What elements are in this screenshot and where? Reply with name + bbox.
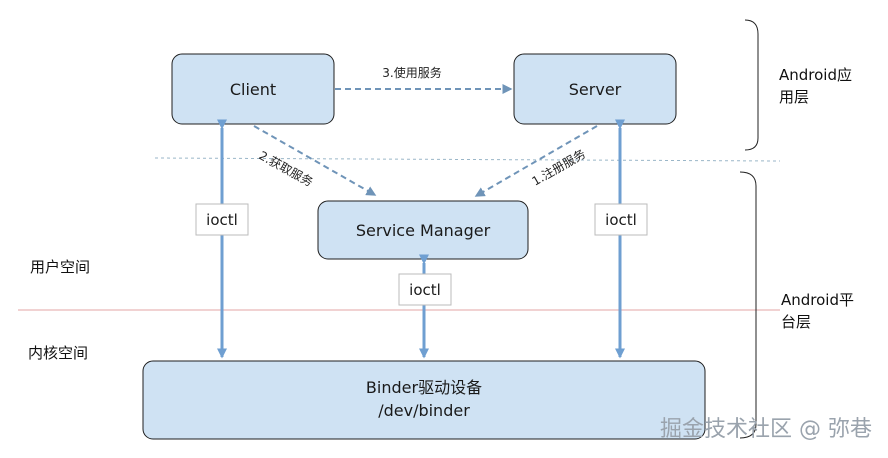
register-service-arrow [474, 125, 598, 197]
use-service-label: 3.使用服务 [382, 65, 441, 80]
server-node [513, 53, 677, 125]
binder-driver-node [142, 360, 706, 440]
ioctl-box-server [594, 203, 648, 236]
kernel-space-label: 内核空间 [28, 344, 88, 362]
binder-device-path-label: /dev/binder [378, 401, 470, 420]
client-node [171, 53, 335, 125]
ioctl-box-service-manager [398, 273, 452, 306]
platform-layer-label-line1: Android平 [781, 291, 854, 309]
server-label: Server [569, 80, 622, 99]
binder-driver-label: Binder驱动设备 [366, 378, 482, 397]
ioctl-label-client: ioctl [206, 211, 238, 229]
service-manager-label: Service Manager [356, 221, 491, 240]
app-layer-label-line2: 用层 [779, 88, 809, 106]
user-space-label: 用户空间 [30, 258, 90, 276]
ioctl-box-client [195, 203, 249, 236]
app-layer-label-line1: Android应 [779, 66, 852, 84]
platform-layer-label-line2: 台层 [781, 313, 811, 331]
register-service-label: 1.注册服务 [529, 146, 588, 189]
client-label: Client [230, 80, 276, 99]
app-layer-divider [154, 157, 781, 162]
platform-layer-bracket [739, 171, 757, 439]
ioctl-label-server: ioctl [605, 211, 637, 229]
ioctl-label-service-manager: ioctl [409, 281, 441, 299]
get-service-label: 2.获取服务 [257, 148, 316, 190]
app-layer-bracket [744, 19, 759, 151]
get-service-arrow [253, 125, 377, 196]
watermark: 掘金技术社区 @ 弥巷 [660, 417, 872, 442]
